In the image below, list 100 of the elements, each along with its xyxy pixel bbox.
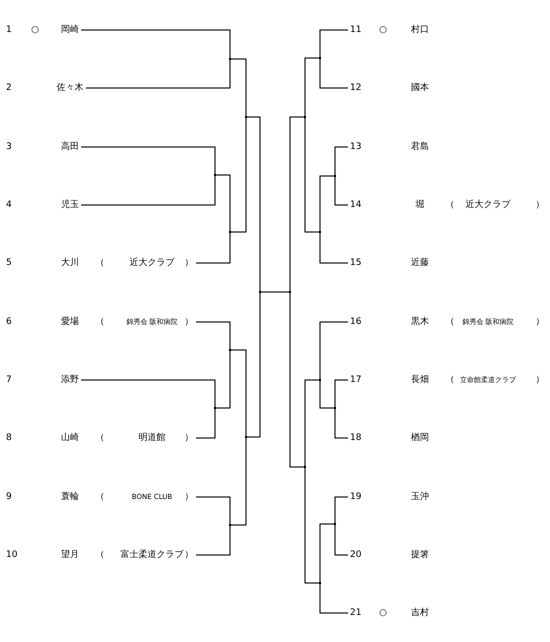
bracket-line — [196, 524, 230, 556]
player-name: 玉沖 — [411, 490, 429, 504]
parenthesis: （ — [446, 199, 454, 212]
player-name: 蓑輪 — [61, 490, 79, 504]
parenthesis: （ — [96, 432, 104, 445]
player-name: 黒木 — [411, 316, 429, 329]
player-name: 君島 — [411, 140, 429, 154]
parenthesis: ） — [184, 257, 194, 270]
parenthesis: ） — [536, 199, 544, 212]
bracket-line — [214, 350, 230, 408]
bracket-line — [196, 322, 230, 350]
bracket-line — [230, 116, 246, 232]
affiliation-label: 富士柔道クラブ — [120, 548, 184, 562]
bracket-line — [334, 524, 348, 556]
parenthesis: ） — [184, 432, 194, 445]
seed-number: 11 — [350, 24, 362, 37]
bracket-line — [334, 176, 348, 206]
seed-number: 8 — [6, 432, 12, 445]
seed-number: 7 — [6, 374, 12, 387]
player-name: 近藤 — [411, 256, 429, 270]
parenthesis: ） — [536, 316, 544, 329]
parenthesis: ） — [184, 316, 194, 329]
bracket-line — [320, 582, 348, 614]
seed-number: 1 — [6, 24, 12, 37]
bracket-line — [196, 232, 230, 264]
seed-number: 9 — [6, 491, 12, 504]
affiliation-label: 明道館 — [138, 432, 166, 445]
player-name: 添野 — [61, 374, 79, 387]
seed-number: 13 — [350, 141, 362, 154]
seed-number: 17 — [350, 374, 362, 387]
seed-mark: ○ — [379, 607, 387, 620]
player-name: 國本 — [411, 82, 429, 95]
seed-number: 14 — [350, 199, 362, 212]
bracket-line — [334, 146, 348, 176]
parenthesis: ） — [184, 549, 194, 562]
seed-number: 2 — [6, 82, 12, 95]
seed-number: 6 — [6, 316, 12, 329]
bracket-line — [196, 496, 230, 526]
bracket-line — [304, 466, 320, 584]
seed-number: 12 — [350, 82, 362, 95]
seed-number: 16 — [350, 316, 362, 329]
bracket-line — [290, 292, 306, 468]
bracket-line — [334, 496, 348, 524]
bracket-line — [86, 58, 230, 88]
bracket-line — [320, 380, 336, 408]
parenthesis: （ — [446, 316, 454, 329]
affiliation-label: 近大クラブ — [466, 198, 510, 212]
seed-number: 4 — [6, 199, 12, 212]
player-name: 山崎 — [61, 432, 79, 445]
bracket-line — [80, 146, 216, 176]
player-name: 望月 — [61, 548, 79, 562]
seed-number: 21 — [350, 607, 362, 620]
bracket-line — [246, 292, 260, 438]
player-name: 大川 — [61, 256, 79, 270]
bracket-line — [304, 380, 320, 468]
player-name: 岡崎 — [61, 24, 79, 37]
player-name: 提箸 — [411, 548, 429, 562]
bracket-line — [334, 380, 348, 408]
bracket-line — [80, 30, 230, 60]
seed-number: 10 — [6, 549, 18, 562]
player-name: 愛場 — [61, 316, 79, 329]
seed-mark: ○ — [379, 24, 387, 37]
bracket-line — [196, 408, 216, 438]
bracket-line — [320, 232, 348, 264]
bracket-line — [304, 58, 320, 118]
seed-number: 5 — [6, 257, 12, 270]
bracket-line — [320, 524, 336, 584]
bracket-line — [80, 174, 216, 206]
bracket-line — [80, 380, 216, 408]
player-name: 佐々木 — [56, 82, 84, 95]
parenthesis: （ — [96, 316, 104, 329]
bracket-line — [304, 116, 320, 232]
player-name: 児玉 — [61, 198, 79, 212]
affiliation-label: 近大クラブ — [130, 256, 174, 270]
player-name: 吉村 — [411, 606, 429, 620]
seed-number: 15 — [350, 257, 362, 270]
bracket-line — [320, 58, 348, 88]
bracket-line — [246, 116, 260, 292]
parenthesis: （ — [96, 549, 104, 562]
seed-number: 18 — [350, 432, 362, 445]
seed-number: 3 — [6, 141, 12, 154]
parenthesis: （ — [96, 257, 104, 270]
seed-number: 19 — [350, 491, 362, 504]
bracket-line — [214, 174, 230, 232]
player-name: 高田 — [61, 140, 79, 154]
bracket-line — [230, 58, 246, 118]
parenthesis: ） — [536, 374, 544, 387]
player-name: 長畑 — [411, 374, 429, 387]
bracket-line — [320, 176, 336, 232]
player-name: 楢岡 — [411, 432, 429, 445]
player-name: 村口 — [411, 24, 429, 37]
bracket-line — [230, 350, 246, 438]
parenthesis: （ — [96, 491, 104, 504]
seed-mark: ○ — [31, 24, 39, 37]
bracket-line — [290, 116, 306, 292]
bracket-line — [334, 408, 348, 438]
bracket-line — [320, 322, 348, 380]
bracket-line — [320, 30, 348, 58]
parenthesis: （ — [446, 374, 454, 387]
player-name: 堀 — [416, 198, 424, 212]
